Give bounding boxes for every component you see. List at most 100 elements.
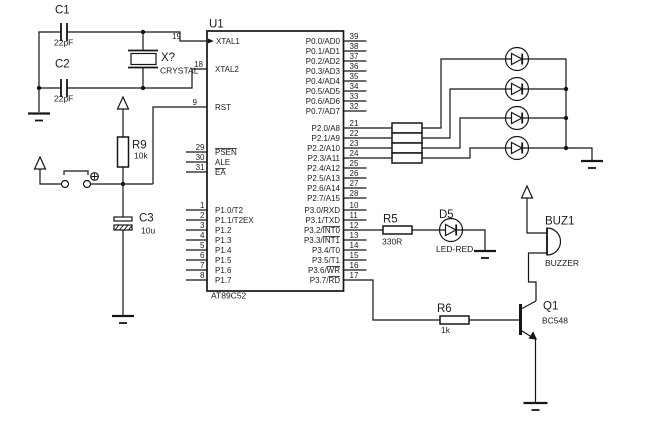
pin-number: 29 — [196, 143, 205, 152]
buz1-value-label: BUZZER — [545, 258, 579, 268]
power-terminal[interactable] — [33, 155, 47, 170]
pin-number: 4 — [200, 231, 205, 240]
transistor-emitter-arrow-icon — [528, 331, 537, 340]
pin-number: 9 — [193, 98, 198, 107]
pin-name: P3.4/T0 — [312, 246, 341, 255]
c2-ref-label: C2 — [55, 59, 70, 71]
net-led-cathode-rail[interactable] — [528, 58, 593, 160]
r6-ref-label: R6 — [437, 303, 452, 315]
xtal1-pin-arrow-icon — [207, 38, 214, 44]
net-buzzer[interactable] — [526, 198, 547, 301]
ground-symbol[interactable] — [112, 314, 134, 324]
pin-name: P0.2/AD2 — [306, 57, 341, 66]
resistor-r9[interactable]: R9 10k — [116, 136, 149, 168]
junction-dot — [36, 85, 42, 91]
led-resistor[interactable] — [391, 142, 423, 154]
resistor-body-icon — [116, 136, 130, 168]
q1-ref-label: Q1 — [543, 301, 558, 313]
led-resistor[interactable] — [391, 122, 423, 134]
net-wires[interactable] — [36, 29, 593, 402]
net-p32-led[interactable] — [343, 229, 486, 250]
c1-value-label: 22pF — [54, 38, 73, 48]
pin-number: 14 — [350, 241, 359, 250]
pin-number: 5 — [200, 241, 205, 250]
reset-button[interactable] — [60, 170, 99, 189]
net-p37-r6[interactable] — [343, 279, 520, 321]
net-gnd-left[interactable] — [38, 31, 61, 112]
pin-name: PSEN — [215, 148, 237, 157]
pin-number: 24 — [350, 149, 359, 158]
pin-number: 10 — [350, 201, 359, 210]
pin-name: P2.2/A10 — [307, 144, 340, 153]
resistor-r6[interactable]: R6 1k — [437, 303, 470, 335]
led-indicator[interactable] — [504, 135, 530, 161]
capacitor-c1[interactable]: C1 22pF — [54, 5, 73, 48]
transistor-q1[interactable]: Q1 BC548 — [519, 300, 568, 340]
pin-number: 21 — [350, 119, 359, 128]
ground-symbol[interactable] — [474, 249, 496, 259]
pin-number: 12 — [350, 221, 359, 230]
buz1-ref-label: BUZ1 — [545, 216, 574, 228]
junction-dot — [563, 115, 569, 121]
pin-name: P1.7 — [215, 276, 232, 285]
led-indicator[interactable] — [504, 76, 530, 102]
power-terminal[interactable] — [116, 95, 130, 110]
pin-name: P0.0/AD0 — [306, 37, 341, 46]
pin-name: P0.7/AD7 — [306, 107, 341, 116]
ground-terminals — [28, 112, 603, 411]
r5-ref-label: R5 — [383, 214, 398, 226]
led-resistor-stack[interactable] — [391, 122, 423, 164]
r5-value-label: 330R — [382, 237, 402, 247]
led-indicator[interactable] — [504, 105, 530, 131]
crystal-x[interactable]: X? CRYSTAL — [128, 49, 199, 76]
pin-number: 32 — [350, 102, 359, 111]
pin-name: P2.4/A12 — [307, 164, 340, 173]
pin-number: 25 — [350, 159, 359, 168]
net-p2-to-resistors[interactable] — [343, 127, 393, 159]
buzzer-body-icon — [546, 227, 562, 256]
diode-triangle-icon — [510, 52, 524, 66]
pin-number: 26 — [350, 169, 359, 178]
pin-number: 18 — [194, 60, 203, 69]
power-terminal[interactable] — [520, 184, 534, 199]
mcu-ref-label: U1 — [209, 19, 224, 31]
pin-number: 3 — [200, 221, 205, 230]
pin-name: P3.2/INT0 — [304, 226, 341, 235]
transistor-collector-icon — [521, 300, 537, 310]
capacitor-c3[interactable]: C3 10u — [113, 213, 155, 236]
button-actuator-icon — [63, 170, 89, 175]
led-resistor[interactable] — [391, 132, 423, 144]
capacitor-icon — [60, 23, 68, 41]
capacitor-c2[interactable]: C2 22pF — [54, 59, 73, 104]
pin-name: XTAL1 — [216, 37, 240, 46]
resistor-body-icon — [382, 225, 413, 235]
led-indicator[interactable] — [504, 46, 530, 72]
led-d5[interactable]: D5 LED-RED — [436, 209, 473, 254]
pin-number: 15 — [350, 251, 359, 260]
pin-name: P0.1/AD1 — [306, 47, 341, 56]
c3-ref-label: C3 — [139, 213, 154, 225]
net-xtal2[interactable] — [67, 68, 207, 89]
mcu-u1[interactable]: U1 AT89C52 19XTAL118XTAL29RST29PSEN30ALE… — [172, 19, 367, 301]
ground-symbol[interactable] — [523, 401, 548, 411]
pin-name: P2.1/A9 — [312, 134, 341, 143]
buzzer-buz1[interactable]: BUZ1 BUZZER — [545, 216, 579, 269]
net-resistors-to-leds[interactable] — [422, 58, 506, 159]
pin-name: P2.3/A11 — [308, 154, 341, 163]
ground-symbol[interactable] — [28, 112, 50, 122]
pin-name: P3.5/T1 — [312, 256, 341, 265]
c1-ref-label: C1 — [55, 5, 70, 17]
led-resistor[interactable] — [391, 152, 423, 164]
resistor-body-icon — [439, 315, 470, 325]
ground-symbol[interactable] — [581, 159, 603, 169]
resistor-r5[interactable]: R5 330R — [382, 214, 413, 247]
pin-number: 31 — [196, 163, 205, 172]
pin-name: P3.3/INT1 — [304, 236, 341, 245]
net-button-left[interactable] — [39, 169, 62, 185]
junction-dot — [563, 86, 569, 92]
pin-name: P1.2 — [215, 226, 232, 235]
net-xtal1[interactable] — [67, 31, 207, 42]
r9-ref-label: R9 — [132, 140, 147, 152]
pin-name: P0.4/AD4 — [306, 77, 341, 86]
